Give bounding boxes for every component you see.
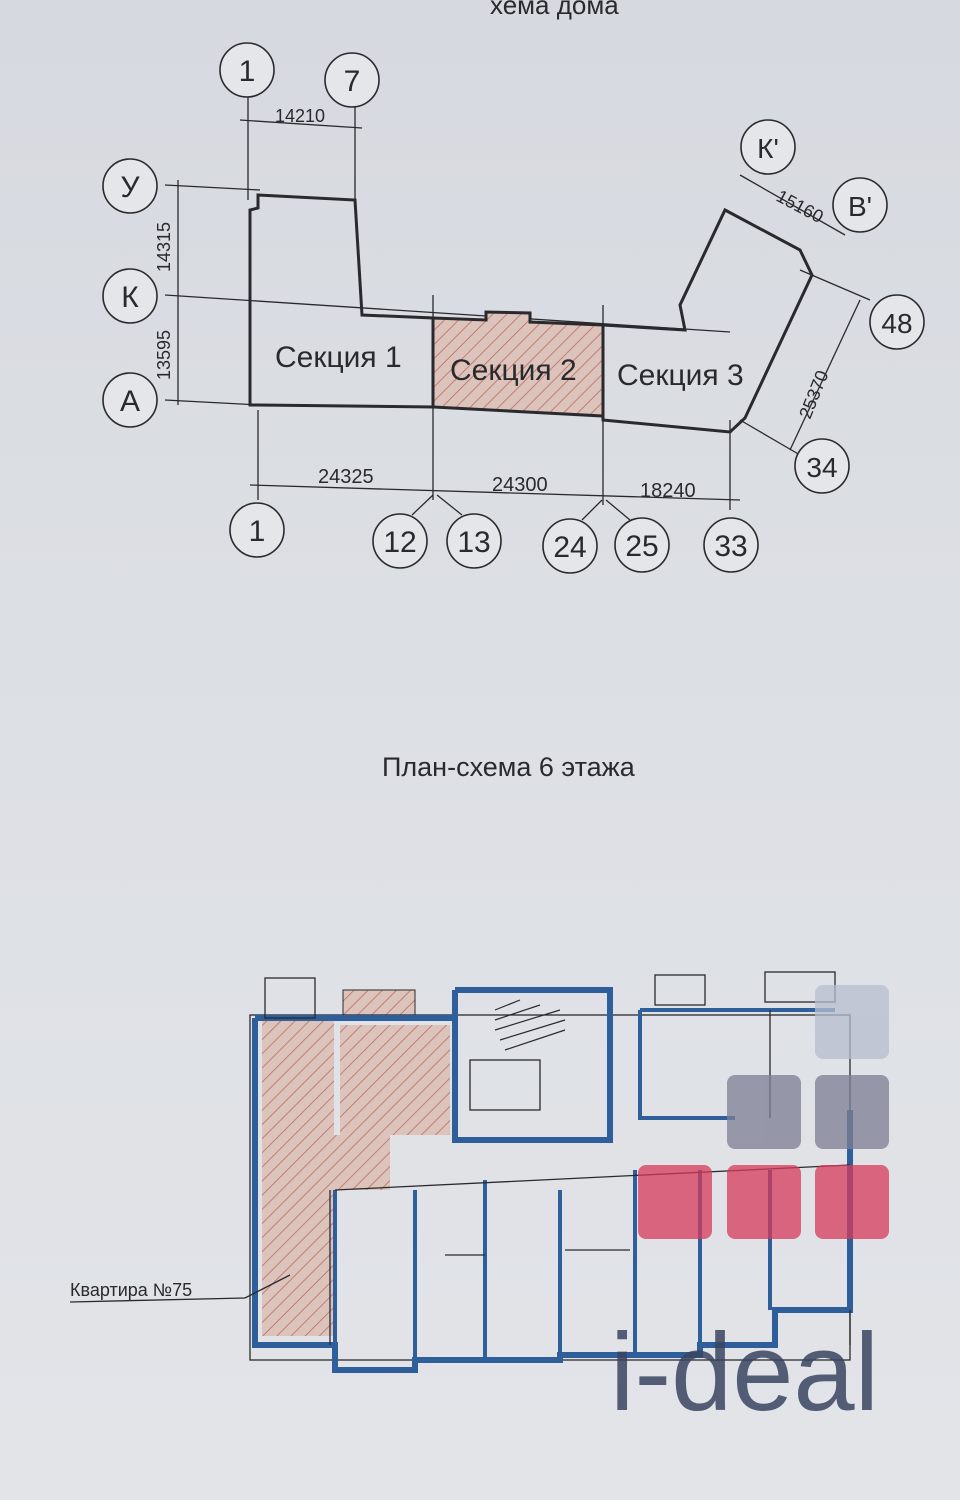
axis-right-k-prime: К'	[740, 119, 796, 175]
logo-square-4	[638, 1165, 712, 1239]
axis-bottom-25: 25	[614, 517, 670, 573]
logo-square-2	[727, 1075, 801, 1149]
dim-bottom-1-12: 24325	[318, 466, 374, 488]
dim-right-k-v: 15160	[773, 186, 827, 227]
axis-left-u: У	[102, 158, 158, 214]
svg-text:25: 25	[625, 530, 658, 563]
axis-top-1: 1	[219, 42, 275, 98]
svg-text:33: 33	[714, 530, 747, 563]
axis-left-a: А	[102, 372, 158, 428]
svg-text:13: 13	[457, 526, 490, 559]
svg-text:24: 24	[553, 531, 586, 564]
svg-text:1: 1	[249, 515, 266, 548]
svg-text:12: 12	[383, 526, 416, 559]
apartment-75-area	[262, 989, 450, 1336]
section-2-label: Секция 2	[450, 354, 577, 387]
svg-text:7: 7	[344, 65, 361, 98]
axis-bottom-24: 24	[542, 518, 598, 574]
logo-square-6	[815, 1165, 889, 1239]
floor-plan-title: План-схема 6 этажа	[382, 752, 635, 782]
axis-right-48: 48	[869, 294, 925, 350]
svg-text:К: К	[121, 281, 139, 314]
logo-square-3	[815, 1075, 889, 1149]
dim-left-k-a: 13595	[154, 330, 174, 380]
dim-right-48-34: 25370	[795, 368, 832, 422]
axis-bottom-33: 33	[703, 517, 759, 573]
section-1-label: Секция 1	[275, 341, 402, 374]
svg-text:48: 48	[881, 308, 912, 339]
dim-bottom-13-24: 24300	[492, 474, 548, 496]
svg-text:У: У	[120, 171, 140, 204]
dim-bottom-25-33: 18240	[640, 480, 696, 502]
axis-left-k: К	[102, 268, 158, 324]
scheme-header: хема дома	[490, 0, 619, 20]
axis-bottom-1: 1	[229, 502, 285, 558]
logo-square-1	[815, 985, 889, 1059]
svg-text:1: 1	[239, 55, 256, 88]
dim-left-u-k: 14315	[154, 222, 174, 272]
axis-bottom-12: 12	[372, 513, 428, 569]
svg-text:А: А	[120, 385, 140, 418]
dim-top-1-7: 14210	[275, 106, 325, 126]
section-3-label: Секция 3	[617, 359, 744, 392]
logo-square-5	[727, 1165, 801, 1239]
axis-top-7: 7	[324, 52, 380, 108]
svg-text:В': В'	[848, 191, 872, 222]
watermark-text: i-deal	[610, 1311, 879, 1434]
building-scheme: хема дома Секция 1 Секция 2 Секция 3 142…	[102, 0, 925, 574]
axis-right-34: 34	[794, 438, 850, 494]
apartment-label: Квартира №75	[70, 1280, 193, 1300]
svg-text:34: 34	[806, 452, 837, 483]
svg-text:К': К'	[757, 133, 779, 164]
axis-bottom-13: 13	[446, 513, 502, 569]
axis-right-v-prime: В'	[832, 177, 888, 233]
